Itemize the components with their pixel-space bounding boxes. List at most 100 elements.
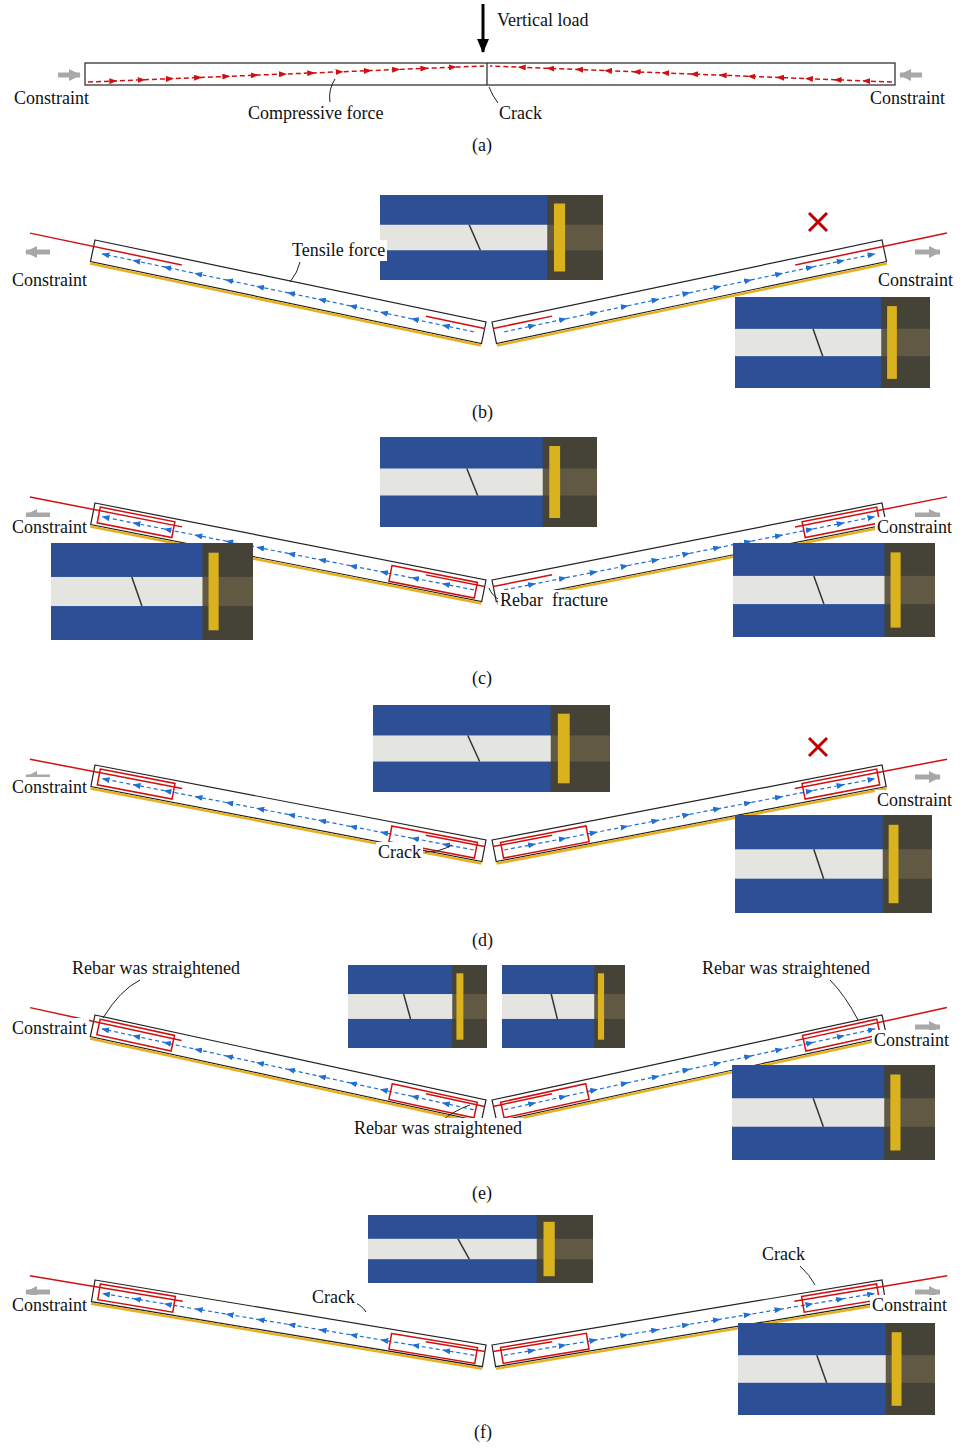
label: Constraint bbox=[10, 517, 89, 538]
bond-zone bbox=[501, 826, 589, 858]
failure-mark bbox=[809, 738, 827, 756]
bond-zone bbox=[802, 769, 880, 799]
label: (a) bbox=[470, 135, 494, 156]
photo-rig bbox=[203, 543, 254, 640]
constraint-arrow bbox=[58, 73, 80, 78]
photo-rig bbox=[892, 1332, 902, 1406]
label: Rebar fracture bbox=[498, 590, 610, 611]
bond-zone bbox=[501, 1084, 589, 1118]
label: Vertical load bbox=[495, 10, 590, 31]
top-rebar bbox=[795, 759, 947, 788]
tensile-force bbox=[103, 1294, 474, 1356]
top-rebar bbox=[493, 575, 552, 587]
test-photo bbox=[368, 1215, 593, 1283]
photo-crack bbox=[817, 1355, 827, 1383]
photo-crack bbox=[813, 1098, 823, 1127]
label: Constraint bbox=[12, 88, 91, 109]
photo-rig bbox=[558, 714, 570, 784]
label: (b) bbox=[470, 402, 495, 423]
top-rebar bbox=[30, 233, 182, 265]
compressive-force bbox=[490, 66, 892, 82]
label: (c) bbox=[470, 668, 494, 689]
photo-crack bbox=[814, 576, 824, 604]
label: Constraint bbox=[10, 1295, 89, 1316]
photo-rig bbox=[594, 965, 625, 1048]
constraint-arrow bbox=[915, 775, 940, 780]
label: Rebar was straightened bbox=[700, 958, 872, 979]
failure-mark bbox=[809, 213, 827, 231]
leader-line bbox=[290, 262, 300, 282]
label: Constraint bbox=[868, 88, 947, 109]
label: Crack bbox=[497, 103, 544, 124]
top-rebar bbox=[426, 575, 485, 587]
bond-zone bbox=[97, 1019, 175, 1051]
test-photo bbox=[733, 543, 935, 637]
leader-line bbox=[489, 87, 498, 103]
leader-line bbox=[425, 845, 452, 852]
photo-rig bbox=[209, 553, 219, 631]
photo-rig bbox=[554, 204, 565, 272]
label: Constraint bbox=[870, 1295, 949, 1316]
bond-zone bbox=[98, 1284, 176, 1312]
leader-line bbox=[330, 79, 335, 102]
label: Constraint bbox=[872, 1030, 951, 1051]
bond-zone bbox=[389, 1084, 477, 1118]
photo-crack bbox=[813, 329, 823, 356]
bond-zone bbox=[803, 1019, 881, 1051]
label: Crack bbox=[760, 1244, 807, 1265]
top-rebar bbox=[493, 1342, 552, 1352]
bottom-rebar bbox=[90, 1038, 481, 1123]
test-photo bbox=[348, 965, 487, 1048]
photo-crack bbox=[404, 994, 411, 1019]
top-rebar bbox=[493, 1094, 552, 1107]
bond-zone bbox=[501, 1333, 590, 1363]
constraint-arrow bbox=[900, 73, 922, 78]
bottom-rebar bbox=[91, 1304, 482, 1369]
photo-rig bbox=[544, 1222, 555, 1276]
photo-rig bbox=[891, 552, 901, 627]
photo-crack bbox=[468, 735, 480, 761]
leader-line bbox=[830, 980, 858, 1020]
test-photo bbox=[738, 1323, 935, 1415]
leader-line bbox=[103, 980, 140, 1018]
failure-mark bbox=[809, 213, 827, 231]
label: Constraint bbox=[10, 777, 89, 798]
beam bbox=[85, 63, 895, 85]
photo-crack bbox=[551, 994, 557, 1019]
photo-crack bbox=[814, 849, 824, 878]
test-photo bbox=[380, 437, 597, 527]
photo-rig bbox=[881, 297, 930, 388]
bond-zone bbox=[802, 1284, 880, 1312]
photo-crack bbox=[469, 225, 480, 251]
label: Compressive force bbox=[246, 103, 385, 124]
top-rebar bbox=[795, 233, 947, 265]
label: Constraint bbox=[10, 1018, 89, 1039]
bond-zone bbox=[389, 566, 478, 599]
photo-rig bbox=[883, 815, 932, 913]
test-photo bbox=[502, 965, 625, 1048]
photo-rig bbox=[598, 973, 604, 1039]
bottom-rebar bbox=[90, 789, 481, 864]
top-rebar bbox=[426, 316, 485, 328]
top-rebar bbox=[493, 316, 552, 328]
test-photo bbox=[732, 1065, 935, 1160]
photo-crack bbox=[458, 1239, 469, 1259]
bond-zone bbox=[97, 769, 175, 799]
constraint-arrow bbox=[915, 250, 940, 255]
photo-rig bbox=[889, 825, 899, 903]
photo-rig bbox=[551, 705, 610, 792]
constraint-arrow bbox=[915, 1290, 940, 1295]
label: Constraint bbox=[875, 790, 954, 811]
load-arrow bbox=[482, 4, 485, 52]
photo-rig bbox=[537, 1215, 593, 1283]
photo-crack bbox=[467, 469, 478, 496]
label: Constraint bbox=[875, 517, 954, 538]
label: (e) bbox=[470, 1183, 494, 1204]
top-rebar bbox=[426, 1342, 485, 1352]
photo-rig bbox=[885, 543, 936, 637]
photo-rig bbox=[884, 1065, 935, 1160]
photo-rig bbox=[452, 965, 487, 1048]
photo-rig bbox=[456, 973, 463, 1039]
test-photo bbox=[373, 705, 610, 792]
